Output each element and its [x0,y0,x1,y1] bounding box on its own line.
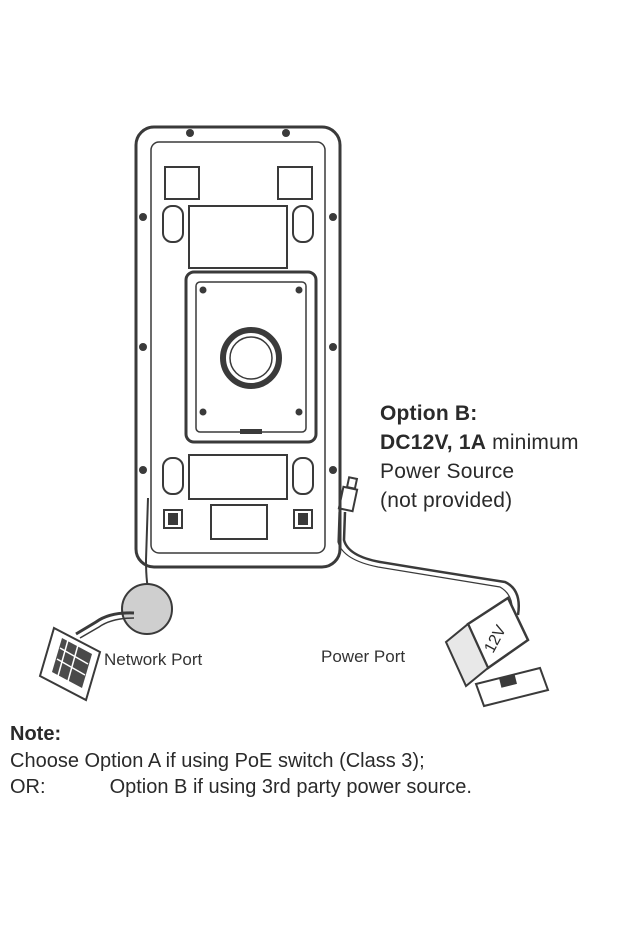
screw [139,343,147,351]
bottom-right-clip [293,509,313,529]
option-b-spec-rest: minimum [486,431,579,454]
cable-hole-outer [220,327,282,389]
bottom-left-clip-fill [168,513,178,525]
device-housing [134,125,342,569]
network-grommet [121,583,173,635]
lower-plate [188,454,288,500]
upper-plate [188,205,288,269]
bottom-left-clip [163,509,183,529]
plate-screw [295,408,303,416]
screw [329,466,337,474]
network-cable-lead-inner [79,617,135,639]
screw [329,213,337,221]
option-b-spec-bold: DC12V, 1A [380,431,487,454]
screw [139,466,147,474]
option-b-title: Option B: [380,402,478,425]
screw [329,343,337,351]
option-b-note: (not provided) [380,489,513,512]
note-line-2-prefix: OR: [10,776,46,798]
option-b-source: Power Source [380,460,515,483]
lower-left-slot [162,457,184,495]
power-plug-tip [345,476,359,490]
screw [139,213,147,221]
plate-screw [295,286,303,294]
option-b-spec: DC12V, 1A minimum [380,428,579,458]
power-plug [337,485,359,513]
note-title: Note: [10,723,62,745]
cable-hole-inner [229,336,273,380]
top-right-pad [277,166,313,200]
bottom-center-pad [210,504,268,540]
network-cable-lead [75,611,135,636]
device-inner-frame [150,141,326,554]
upper-right-slot [292,205,314,243]
plate-screw [199,286,207,294]
upper-left-slot [162,205,184,243]
note-line-2: OR: Option B if using 3rd party power sou… [10,776,472,799]
screw [282,129,290,137]
power-cable [342,511,520,616]
network-cable [144,497,151,598]
network-port-label: Network Port [104,650,203,669]
power-cable-inner [337,511,513,615]
center-plate-inner [195,281,307,433]
note-line-2-text: Option B if using 3rd party power source… [109,776,472,798]
top-left-pad [164,166,200,200]
bottom-right-clip-fill [298,513,308,525]
note-line-1: Choose Option A if using PoE switch (Cla… [10,750,425,772]
screw [186,129,194,137]
plate-latch [240,429,262,434]
power-port-label: Power Port [321,647,406,666]
plate-screw [199,408,207,416]
center-plate-outer [184,270,318,444]
network-port-icon [38,626,102,702]
lower-right-slot [292,457,314,495]
power-adapter [444,596,550,708]
